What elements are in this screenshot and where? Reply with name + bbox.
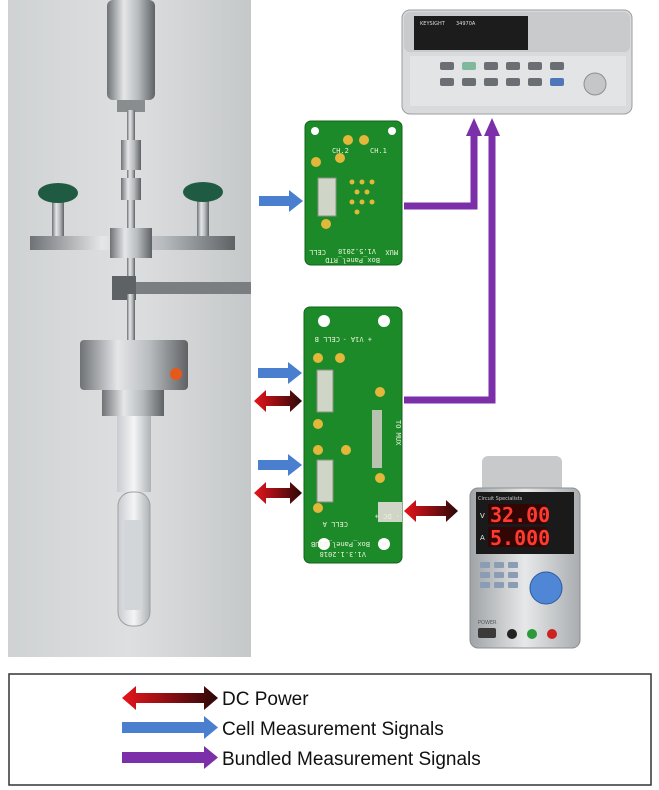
orange-marker (170, 368, 182, 380)
daq-display (414, 16, 528, 50)
cell-signal-arrow-b (258, 454, 302, 476)
pcb-rtd-label: Box_Panel_RTD (325, 256, 380, 264)
cell-flange (80, 340, 188, 390)
legend: DC Power Cell Measurement Signals Bundle… (8, 673, 652, 786)
pcb-rtd-cell: CELL (309, 248, 326, 256)
pcb-dsub-dc: - DC + (375, 512, 400, 520)
dc-power-arrow-a (254, 390, 302, 412)
legend-bundled-signals-swatch (122, 746, 218, 769)
pcb-dsub-vplus: + V1A - (342, 335, 372, 343)
ps-voltage-display: 32.00 (490, 503, 550, 527)
cell-apparatus-photo (8, 0, 251, 657)
ps-terminal-black (507, 629, 517, 639)
rj-connector (317, 177, 337, 217)
pcb-dsub-tomux: TO MUX (394, 420, 402, 446)
bundled-signal-line-top (404, 118, 482, 210)
ps-power-switch (478, 628, 496, 638)
pcb-dsub-label: Box_Panel_DSUB (311, 540, 370, 548)
dsub-connector (372, 410, 382, 468)
pcb-rtd-ch1: CH.1 (370, 147, 387, 155)
ps-current-display: 5.000 (490, 526, 550, 550)
ps-power-label: POWER (478, 620, 497, 626)
pcb-rtd-panel: CH.2 CH.1 Box_Panel_RTD V1.5.2018 MUX CE… (304, 120, 403, 266)
ptfe-holder (117, 416, 151, 492)
ps-brand: Circuit Specialists (478, 496, 523, 502)
ps-keypad (480, 562, 518, 588)
ps-terminal-red (547, 629, 557, 639)
pcb-dsub-cell-a: CELL A (322, 520, 348, 528)
rj-connector-b (316, 459, 334, 503)
dc-power-arrow-supply (404, 500, 458, 522)
legend-dc-power-label: DC Power (222, 689, 309, 710)
right-valve-knob (183, 182, 223, 202)
daq-buttons (440, 62, 607, 96)
clamp-arm (118, 282, 251, 294)
legend-cell-signals-label: Cell Measurement Signals (222, 719, 444, 740)
daq-model: 34970A (456, 21, 476, 27)
ps-a-unit: A (480, 534, 485, 542)
dc-power-arrow-b (254, 482, 302, 504)
legend-cell-signals-swatch (122, 716, 218, 739)
bundled-signal-line-bottom (404, 118, 500, 404)
pressure-transducer (107, 0, 155, 100)
dc-terminal (378, 502, 402, 522)
pcb-rtd-version: V1.5.2018 (338, 247, 376, 255)
daq-knob (583, 72, 607, 96)
data-acquisition-unit: KEYSIGHT 34970A (401, 9, 633, 115)
left-valve-knob (38, 183, 78, 203)
cell-signal-arrow-a (258, 362, 302, 384)
ps-v-unit: V (480, 512, 485, 520)
pcb-rtd-mux: MUX (385, 248, 398, 256)
ps-adjust-knob (529, 571, 563, 605)
cell-signal-arrow-top (259, 190, 303, 212)
legend-box (8, 673, 652, 786)
rj-connector-a (316, 369, 334, 413)
pcb-dsub-cell-b: CELL B (315, 335, 340, 343)
daq-brand: KEYSIGHT (420, 21, 446, 27)
legend-bundled-signals-label: Bundled Measurement Signals (222, 749, 481, 770)
pcb-dsub-version: V1.3.1.2018 (320, 550, 366, 558)
ps-terminal-green (527, 629, 537, 639)
legend-dc-power-swatch (122, 686, 218, 710)
pcb-rtd-ch2: CH.2 (332, 147, 349, 155)
pcb-dsub-panel: CELL B + V1A - TO MUX CELL A - DC + Box_… (303, 306, 403, 564)
dc-power-supply: Circuit Specialists V 32.00 A 5.000 POWE… (469, 456, 581, 649)
